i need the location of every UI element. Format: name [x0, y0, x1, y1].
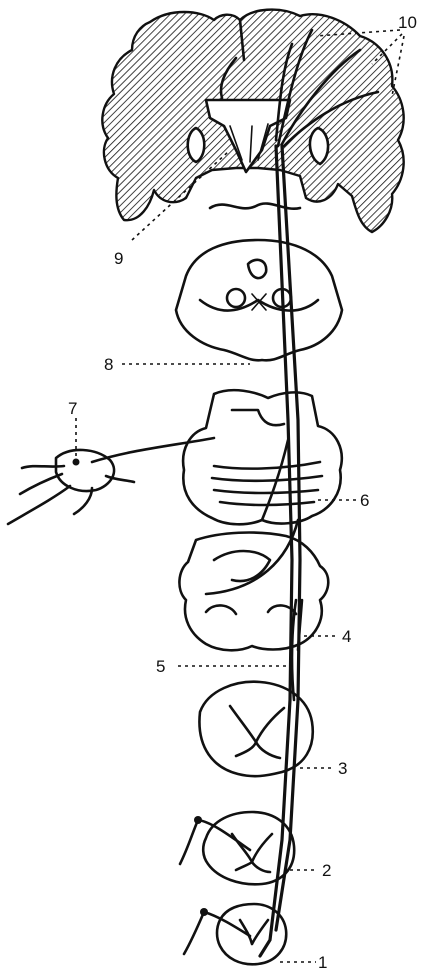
nerve-branches — [8, 466, 134, 524]
label-10: 10 — [398, 13, 417, 32]
label-4: 4 — [342, 627, 351, 646]
label-3: 3 — [338, 759, 347, 778]
basal-ganglia-left — [188, 128, 205, 162]
lumbar-outline — [217, 904, 286, 964]
midbrain-section — [176, 240, 342, 360]
label-5: 5 — [156, 657, 165, 676]
medulla-section — [179, 533, 328, 651]
ganglion-cell — [73, 459, 80, 466]
label-8: 8 — [104, 355, 113, 374]
root-lumbar-ganglion — [200, 908, 208, 916]
ganglion-body — [56, 450, 114, 491]
basal-ganglia-right — [310, 128, 328, 164]
label-6: 6 — [360, 491, 369, 510]
spinal-cord-lumbar — [217, 904, 286, 964]
label-1: 1 — [318, 953, 327, 972]
root-thoracic-ganglion — [194, 816, 202, 824]
brain-coronal-section — [102, 10, 403, 232]
label-7: 7 — [68, 399, 77, 418]
medulla-outline — [179, 533, 328, 651]
label-2: 2 — [322, 861, 331, 880]
pons-section — [183, 390, 342, 524]
label-9: 9 — [114, 249, 123, 268]
